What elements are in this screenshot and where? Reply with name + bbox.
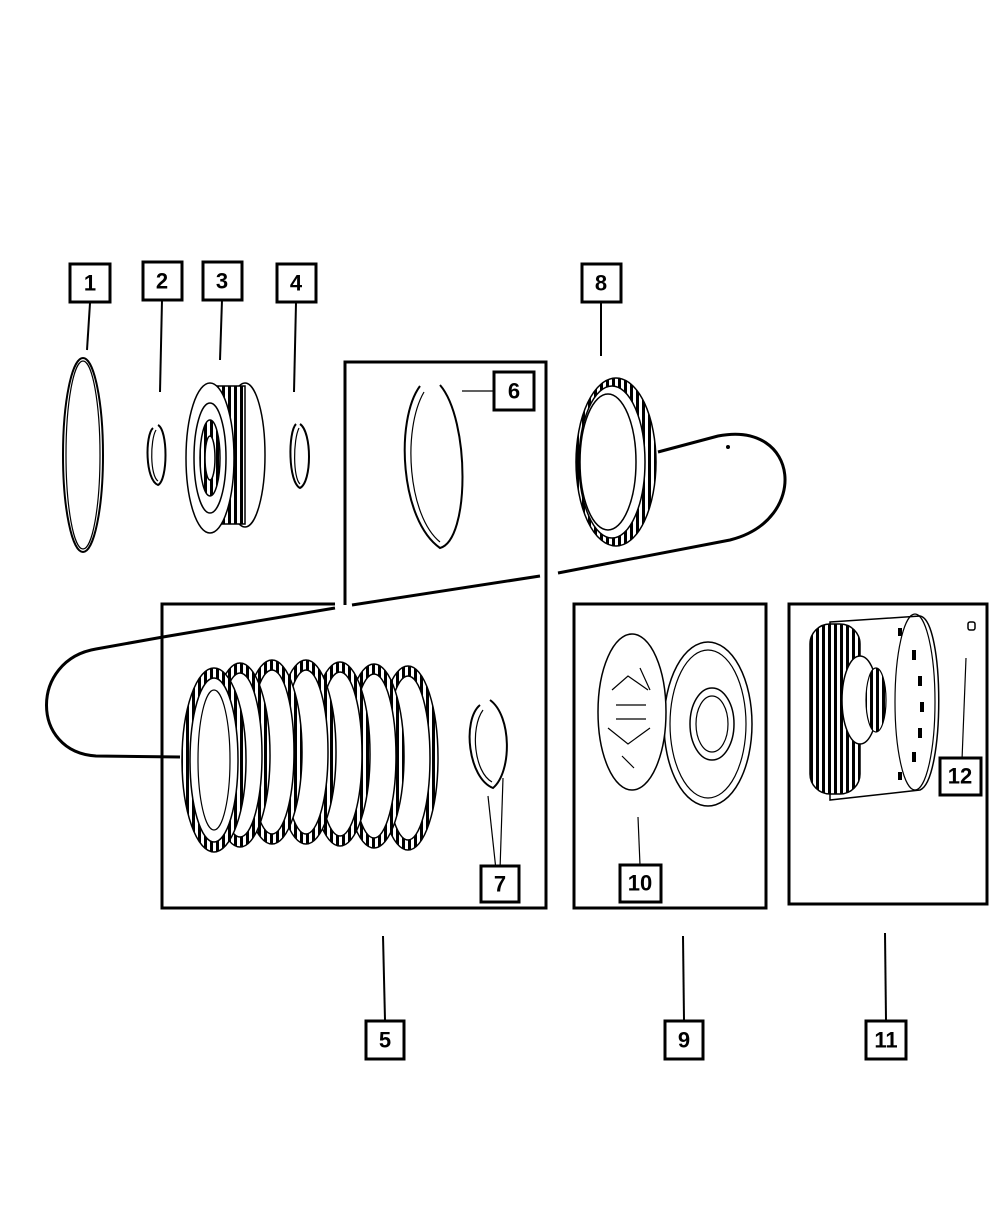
callout-label: 3 bbox=[216, 269, 228, 294]
clutch-plate bbox=[181, 667, 247, 853]
callout-label: 9 bbox=[678, 1028, 690, 1053]
callout-label: 7 bbox=[494, 872, 506, 897]
callout-label: 4 bbox=[290, 271, 303, 296]
frame-group-5 bbox=[160, 360, 548, 910]
assembly-path-line bbox=[45, 432, 787, 759]
callout-label: 5 bbox=[379, 1028, 391, 1053]
leader-10 bbox=[637, 816, 641, 866]
callout-4[interactable]: 4 bbox=[275, 262, 318, 304]
callout-label: 12 bbox=[948, 764, 972, 789]
leader-1 bbox=[86, 302, 91, 351]
clutch-hub-icon bbox=[185, 382, 266, 534]
callout-label: 6 bbox=[508, 379, 520, 404]
callout-2[interactable]: 2 bbox=[141, 260, 184, 302]
leader-12 bbox=[961, 657, 967, 761]
callout-label: 2 bbox=[156, 269, 168, 294]
callout-9[interactable]: 9 bbox=[663, 1019, 705, 1061]
snap-ring-icon bbox=[146, 424, 167, 487]
callout-8[interactable]: 8 bbox=[580, 262, 623, 304]
piston-kit-icon bbox=[663, 641, 753, 807]
callout-5[interactable]: 5 bbox=[364, 1019, 406, 1061]
callout-10[interactable]: 10 bbox=[618, 863, 663, 904]
callout-6[interactable]: 6 bbox=[492, 370, 536, 412]
leader-2 bbox=[159, 299, 163, 393]
callout-11[interactable]: 11 bbox=[864, 1019, 908, 1061]
spring-plate-icon bbox=[597, 633, 667, 791]
clutch-retainer-icon bbox=[809, 613, 940, 801]
retainer-slots bbox=[898, 628, 924, 780]
callout-12[interactable]: 12 bbox=[938, 756, 983, 797]
pressure-plate-icon bbox=[575, 377, 657, 547]
frame-group-9 bbox=[572, 602, 768, 910]
callout-label: 10 bbox=[628, 871, 652, 896]
leader-5 bbox=[382, 935, 386, 1021]
callout-label: 8 bbox=[595, 271, 607, 296]
leader-9 bbox=[682, 935, 685, 1021]
snap-ring-icon bbox=[289, 423, 310, 490]
leader-4 bbox=[293, 302, 297, 393]
snap-ring-icon bbox=[62, 357, 104, 553]
clutch-pack-icon bbox=[181, 659, 439, 853]
leader-11 bbox=[884, 932, 887, 1021]
snap-ring-icon bbox=[468, 699, 508, 790]
marker-dot bbox=[726, 445, 730, 449]
frame-group-11 bbox=[787, 602, 989, 906]
callout-7[interactable]: 7 bbox=[479, 864, 521, 904]
callout-label: 1 bbox=[84, 271, 96, 296]
snap-ring-icon bbox=[403, 384, 464, 550]
callout-1[interactable]: 1 bbox=[68, 262, 112, 304]
callout-label: 11 bbox=[874, 1028, 897, 1053]
leader-7 bbox=[499, 777, 504, 871]
leader-3 bbox=[219, 299, 223, 361]
leader-7 bbox=[487, 795, 497, 871]
plug-icon bbox=[967, 621, 976, 631]
callout-3[interactable]: 3 bbox=[201, 260, 244, 302]
